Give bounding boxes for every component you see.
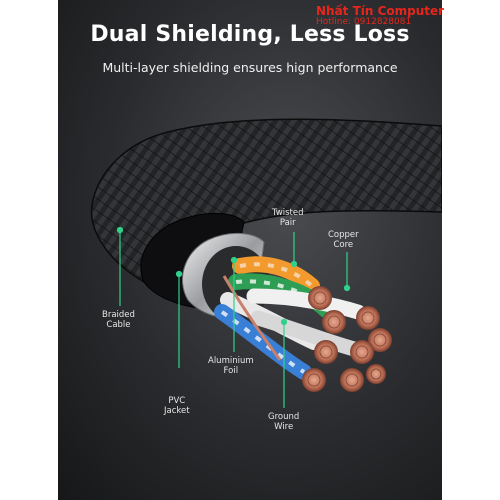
- label-aluminium-foil: Aluminium Foil: [208, 356, 254, 376]
- callout-lines: [116, 226, 351, 408]
- watermark-brand: Nhất Tín Computer: [316, 4, 445, 18]
- ground-wire: [222, 275, 282, 361]
- cable-illustration: [90, 118, 442, 408]
- shop-watermark: Nhất Tín Computer Hotline: 0912828081: [316, 4, 444, 27]
- label-pvc-jacket: PVC Jacket: [164, 396, 190, 416]
- label-copper-core: Copper Core: [328, 230, 359, 250]
- label-braided-cable: Braided Cable: [102, 310, 135, 330]
- page-subtitle: Multi-layer shielding ensures hign perfo…: [102, 60, 398, 75]
- watermark-hotline: Hotline: 0912828081: [316, 17, 412, 27]
- product-image-panel: Dual Shielding, Less Loss Multi-layer sh…: [58, 0, 442, 500]
- page-title: Dual Shielding, Less Loss: [90, 22, 410, 47]
- label-ground-wire: Ground Wire: [268, 412, 300, 432]
- twisted-pairs: [214, 256, 366, 380]
- label-twisted-pair: Twisted Pair: [272, 208, 304, 228]
- copper-cores: [302, 286, 392, 392]
